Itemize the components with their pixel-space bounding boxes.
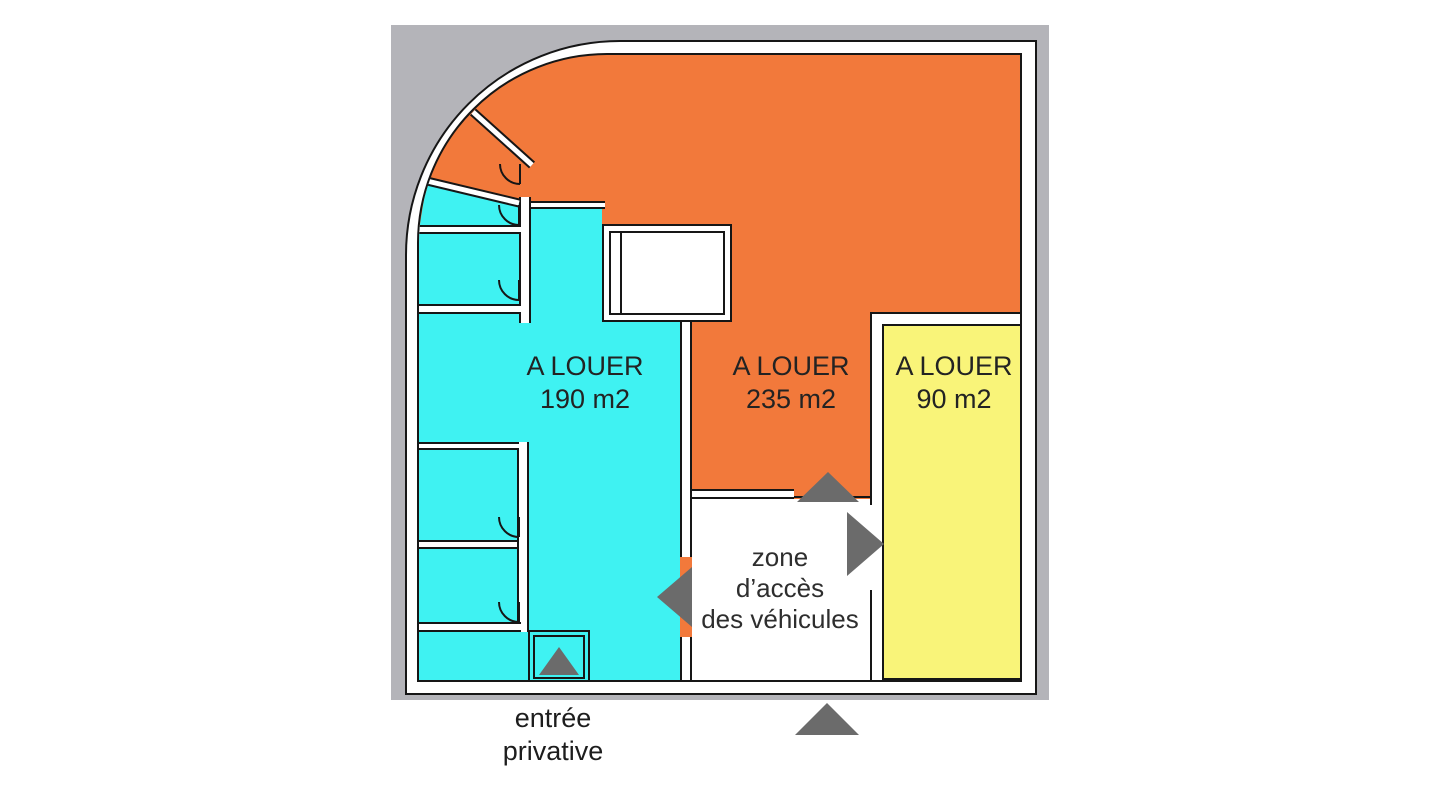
- zone-unit-90: [882, 324, 1020, 680]
- wall-partition-4: [419, 540, 517, 549]
- wall-access-top: [692, 489, 794, 499]
- label-private-entrance: entrée privative: [453, 702, 653, 768]
- vehicle-access-arrow-right-icon: [847, 512, 884, 576]
- label-unit-235-line2: 235 m2: [745, 384, 837, 414]
- door-swing-arc-icon: [499, 163, 521, 185]
- vehicle-access-arrow-left-icon: [657, 567, 692, 627]
- label-unit-190: A LOUER 190 m2: [495, 350, 675, 416]
- label-vehicle-access-line2: d’accès: [735, 573, 825, 603]
- building-interior: A LOUER 190 m2 A LOUER 235 m2 A LOUER 90…: [417, 53, 1022, 682]
- stair-shaft: [602, 224, 732, 322]
- label-private-entrance-line2: privative: [502, 736, 604, 766]
- label-unit-90: A LOUER 90 m2: [864, 350, 1020, 416]
- wall-corridor-upper: [519, 197, 531, 323]
- zone-vehicle-access: [692, 499, 870, 680]
- label-unit-90-line1: A LOUER: [895, 351, 1013, 381]
- label-private-entrance-line1: entrée: [514, 703, 592, 733]
- private-entrance-arrow-icon: [539, 647, 579, 675]
- label-vehicle-access-line1: zone: [751, 542, 809, 572]
- label-unit-235-line1: A LOUER: [732, 351, 850, 381]
- stair-shaft-inner: [609, 231, 725, 315]
- wall-partition-2: [419, 304, 521, 314]
- wall-partition-3: [419, 442, 519, 450]
- stair-shaft-divider: [620, 231, 622, 315]
- wall-cyan-boundary-upper: [680, 320, 692, 557]
- main-entrance-arrow-icon: [795, 703, 859, 735]
- wall-partition-1: [419, 225, 521, 234]
- label-vehicle-access-line3: des véhicules: [701, 604, 859, 634]
- wall-cyan-top: [519, 201, 605, 209]
- wall-partition-5: [419, 622, 521, 632]
- plan-mat: A LOUER 190 m2 A LOUER 235 m2 A LOUER 90…: [391, 25, 1049, 700]
- label-unit-190-line1: A LOUER: [526, 351, 644, 381]
- wall-corridor-lower: [517, 442, 529, 632]
- label-unit-235: A LOUER 235 m2: [701, 350, 881, 416]
- label-unit-90-line2: 90 m2: [916, 384, 992, 414]
- label-unit-190-line2: 190 m2: [539, 384, 631, 414]
- vehicle-access-arrow-up-icon: [797, 472, 859, 502]
- diagonal-wall-upper: [469, 108, 536, 169]
- label-vehicle-access: zone d’accès des véhicules: [685, 542, 875, 635]
- wall-cyan-boundary-lower: [680, 637, 692, 680]
